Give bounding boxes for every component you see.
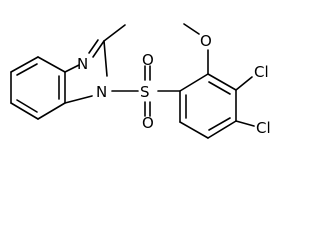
bond-o-methyl bbox=[183, 23, 200, 35]
bond-c3a-n3 bbox=[64, 64, 80, 73]
bond-c5-c6 bbox=[179, 121, 209, 139]
atom-o-upper-label: O bbox=[142, 51, 154, 69]
molecule-diagram: N N S O O O Cl Cl bbox=[10, 23, 271, 139]
bond-c2-methyl bbox=[103, 24, 126, 42]
atom-cl-para-label: Cl bbox=[256, 119, 271, 137]
bond-c6-c7-inner bbox=[16, 99, 38, 113]
bond-c1-c2 bbox=[179, 73, 209, 92]
bond-c3a-c4 bbox=[37, 56, 66, 73]
bond-c4-c5 bbox=[207, 120, 237, 139]
atom-labels: N N S O O O Cl Cl bbox=[77, 32, 271, 137]
bond-n1-c7a bbox=[64, 95, 93, 104]
bond-c2-c3-inner bbox=[208, 81, 231, 95]
bonds bbox=[10, 23, 255, 139]
atom-n3-label: N bbox=[77, 55, 88, 73]
structure-canvas: N N S O O O Cl Cl bbox=[10, 23, 271, 139]
bond-c4-c5-inner bbox=[208, 117, 231, 131]
bond-c4-c5-inner bbox=[16, 63, 38, 76]
atom-cl-meta-label: Cl bbox=[254, 63, 269, 81]
atom-s-label: S bbox=[140, 83, 150, 101]
bond-c7-c7a bbox=[37, 102, 66, 120]
atom-o-methoxy-label: O bbox=[200, 32, 212, 50]
bond-c6-c7 bbox=[10, 102, 39, 120]
bond-c3-cl bbox=[235, 76, 253, 91]
bond-c4-c5 bbox=[10, 56, 39, 73]
bond-c4-cl bbox=[235, 120, 255, 127]
atom-o-lower-label: O bbox=[142, 114, 154, 132]
atom-n1-label: N bbox=[96, 83, 107, 101]
bond-n3-c2 bbox=[92, 40, 105, 58]
bond-c2-c3 bbox=[207, 73, 237, 91]
bond-c2-n1 bbox=[103, 40, 108, 77]
bond-n3-c2-inner bbox=[88, 39, 99, 54]
